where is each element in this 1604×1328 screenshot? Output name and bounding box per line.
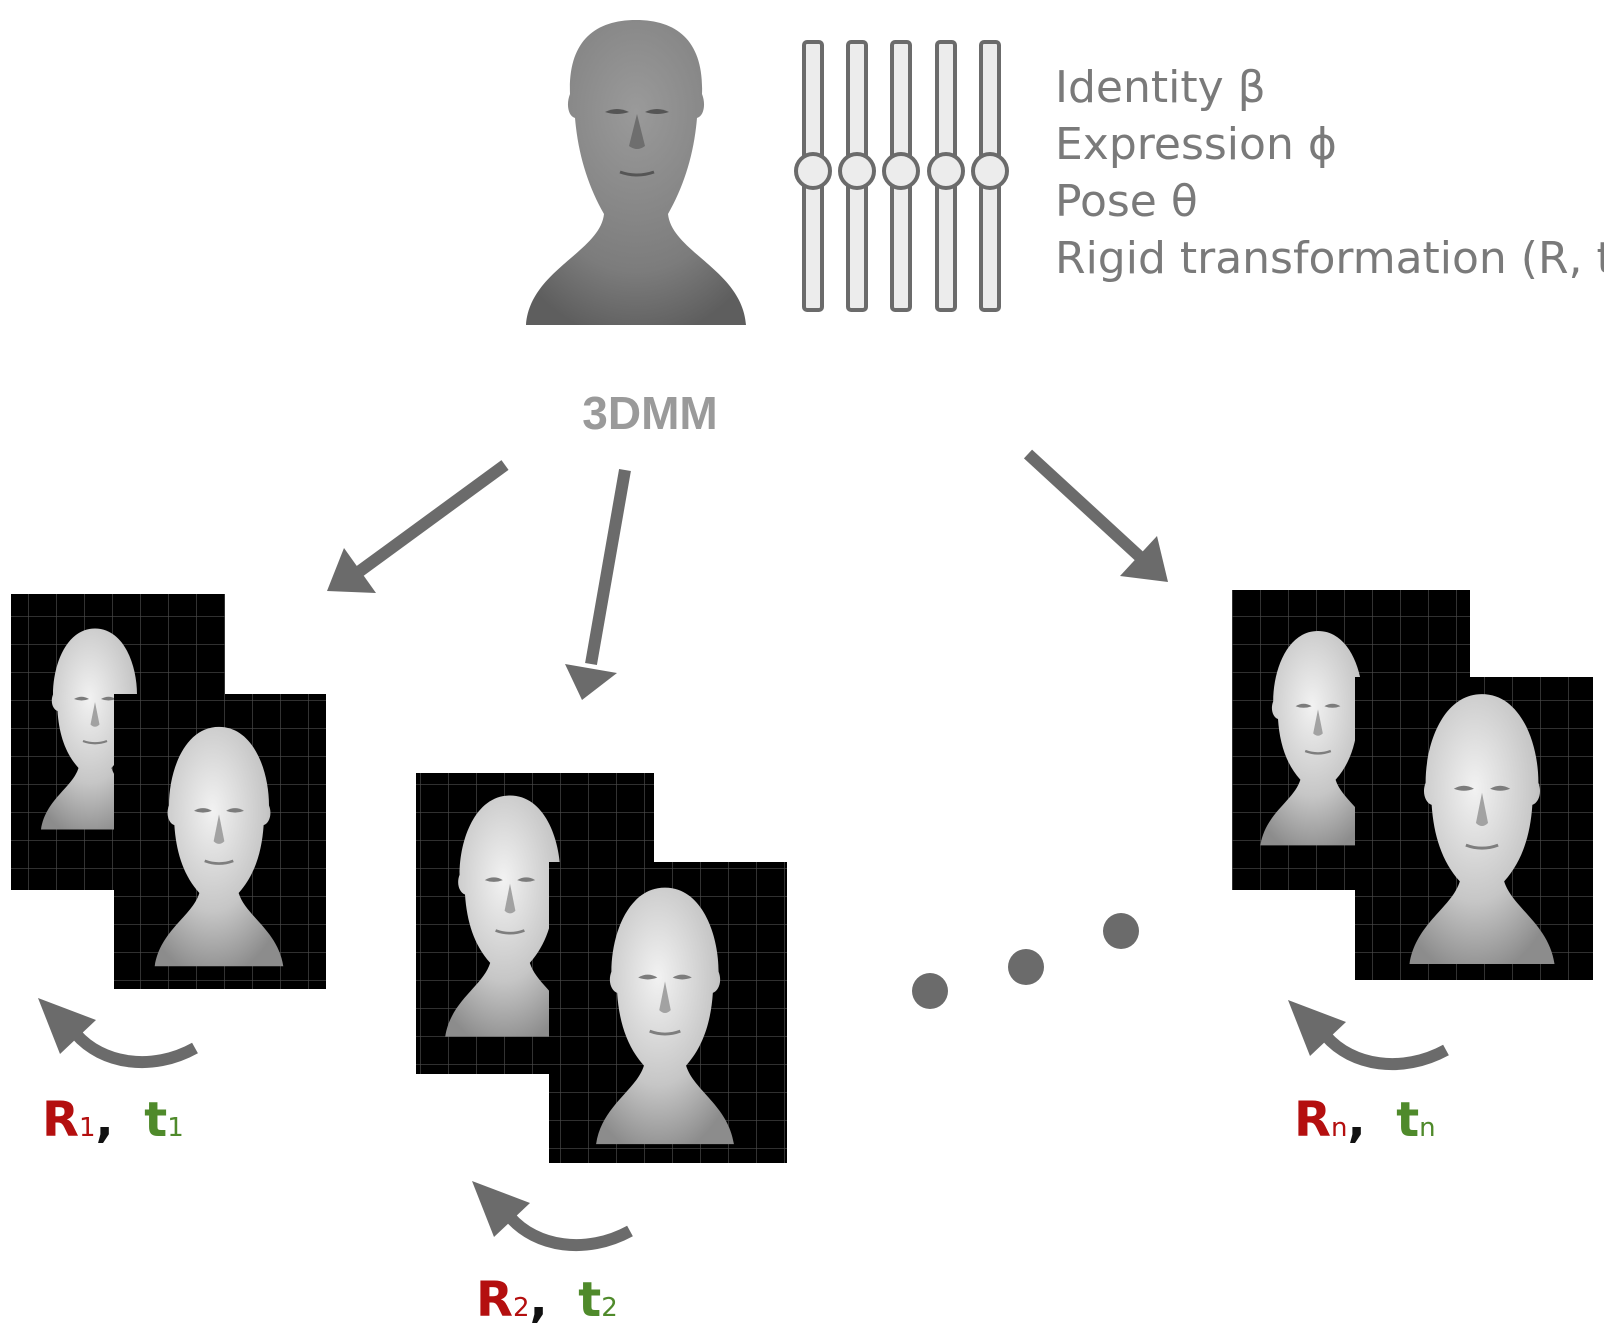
- separator: ,: [1347, 1092, 1366, 1148]
- separator: ,: [95, 1092, 114, 1148]
- translation-symbol: t: [144, 1092, 168, 1148]
- model-label: 3DMM: [582, 387, 718, 439]
- render-frame-1b: [114, 694, 326, 989]
- rotation-subscript: 1: [78, 1113, 96, 1143]
- slider-1: [794, 40, 832, 312]
- rotation-subscript: n: [1330, 1113, 1348, 1143]
- translation-subscript: n: [1419, 1113, 1436, 1143]
- view-group-n: [1232, 590, 1593, 980]
- rt-label-1: R1, t1: [42, 1096, 184, 1144]
- arrow-to-view-1: [327, 460, 509, 593]
- arrow-to-view-2: [565, 468, 631, 700]
- view-group-2: [416, 773, 787, 1163]
- rt-label-2: R2, t2: [476, 1276, 618, 1324]
- arrow-to-view-n: [1023, 449, 1168, 582]
- curved-arrow-1: [38, 998, 198, 1069]
- slider-5: [971, 40, 1009, 312]
- parameter-sliders: [794, 40, 1009, 312]
- render-frame-nb: [1355, 677, 1593, 980]
- slider-3: [882, 40, 920, 312]
- translation-symbol: t: [578, 1272, 602, 1328]
- param-pose-label: Pose θ: [1055, 176, 1198, 227]
- view-group-1: [11, 594, 326, 989]
- rt-label-n: Rn, tn: [1294, 1096, 1436, 1144]
- param-rigid-label: Rigid transformation (R, t): [1055, 233, 1604, 284]
- straight-arrows: [327, 449, 1168, 700]
- rotation-symbol: R: [1294, 1092, 1331, 1148]
- translation-subscript: 2: [601, 1293, 618, 1323]
- translation-subscript: 1: [167, 1113, 184, 1143]
- ellipsis-dots: [912, 913, 1139, 1009]
- curved-arrow-n: [1288, 1000, 1449, 1071]
- translation-symbol: t: [1396, 1092, 1420, 1148]
- 3dmm-head-model: [526, 20, 746, 325]
- param-identity-label: Identity β: [1055, 62, 1266, 113]
- param-expression-label: Expression ϕ: [1055, 119, 1337, 170]
- rotation-symbol: R: [42, 1092, 79, 1148]
- slider-2: [838, 40, 876, 312]
- rotation-symbol: R: [476, 1272, 513, 1328]
- separator: ,: [529, 1272, 548, 1328]
- rotation-subscript: 2: [512, 1293, 530, 1323]
- slider-4: [927, 40, 965, 312]
- render-frame-2b: [549, 862, 787, 1163]
- curved-arrow-2: [472, 1181, 633, 1252]
